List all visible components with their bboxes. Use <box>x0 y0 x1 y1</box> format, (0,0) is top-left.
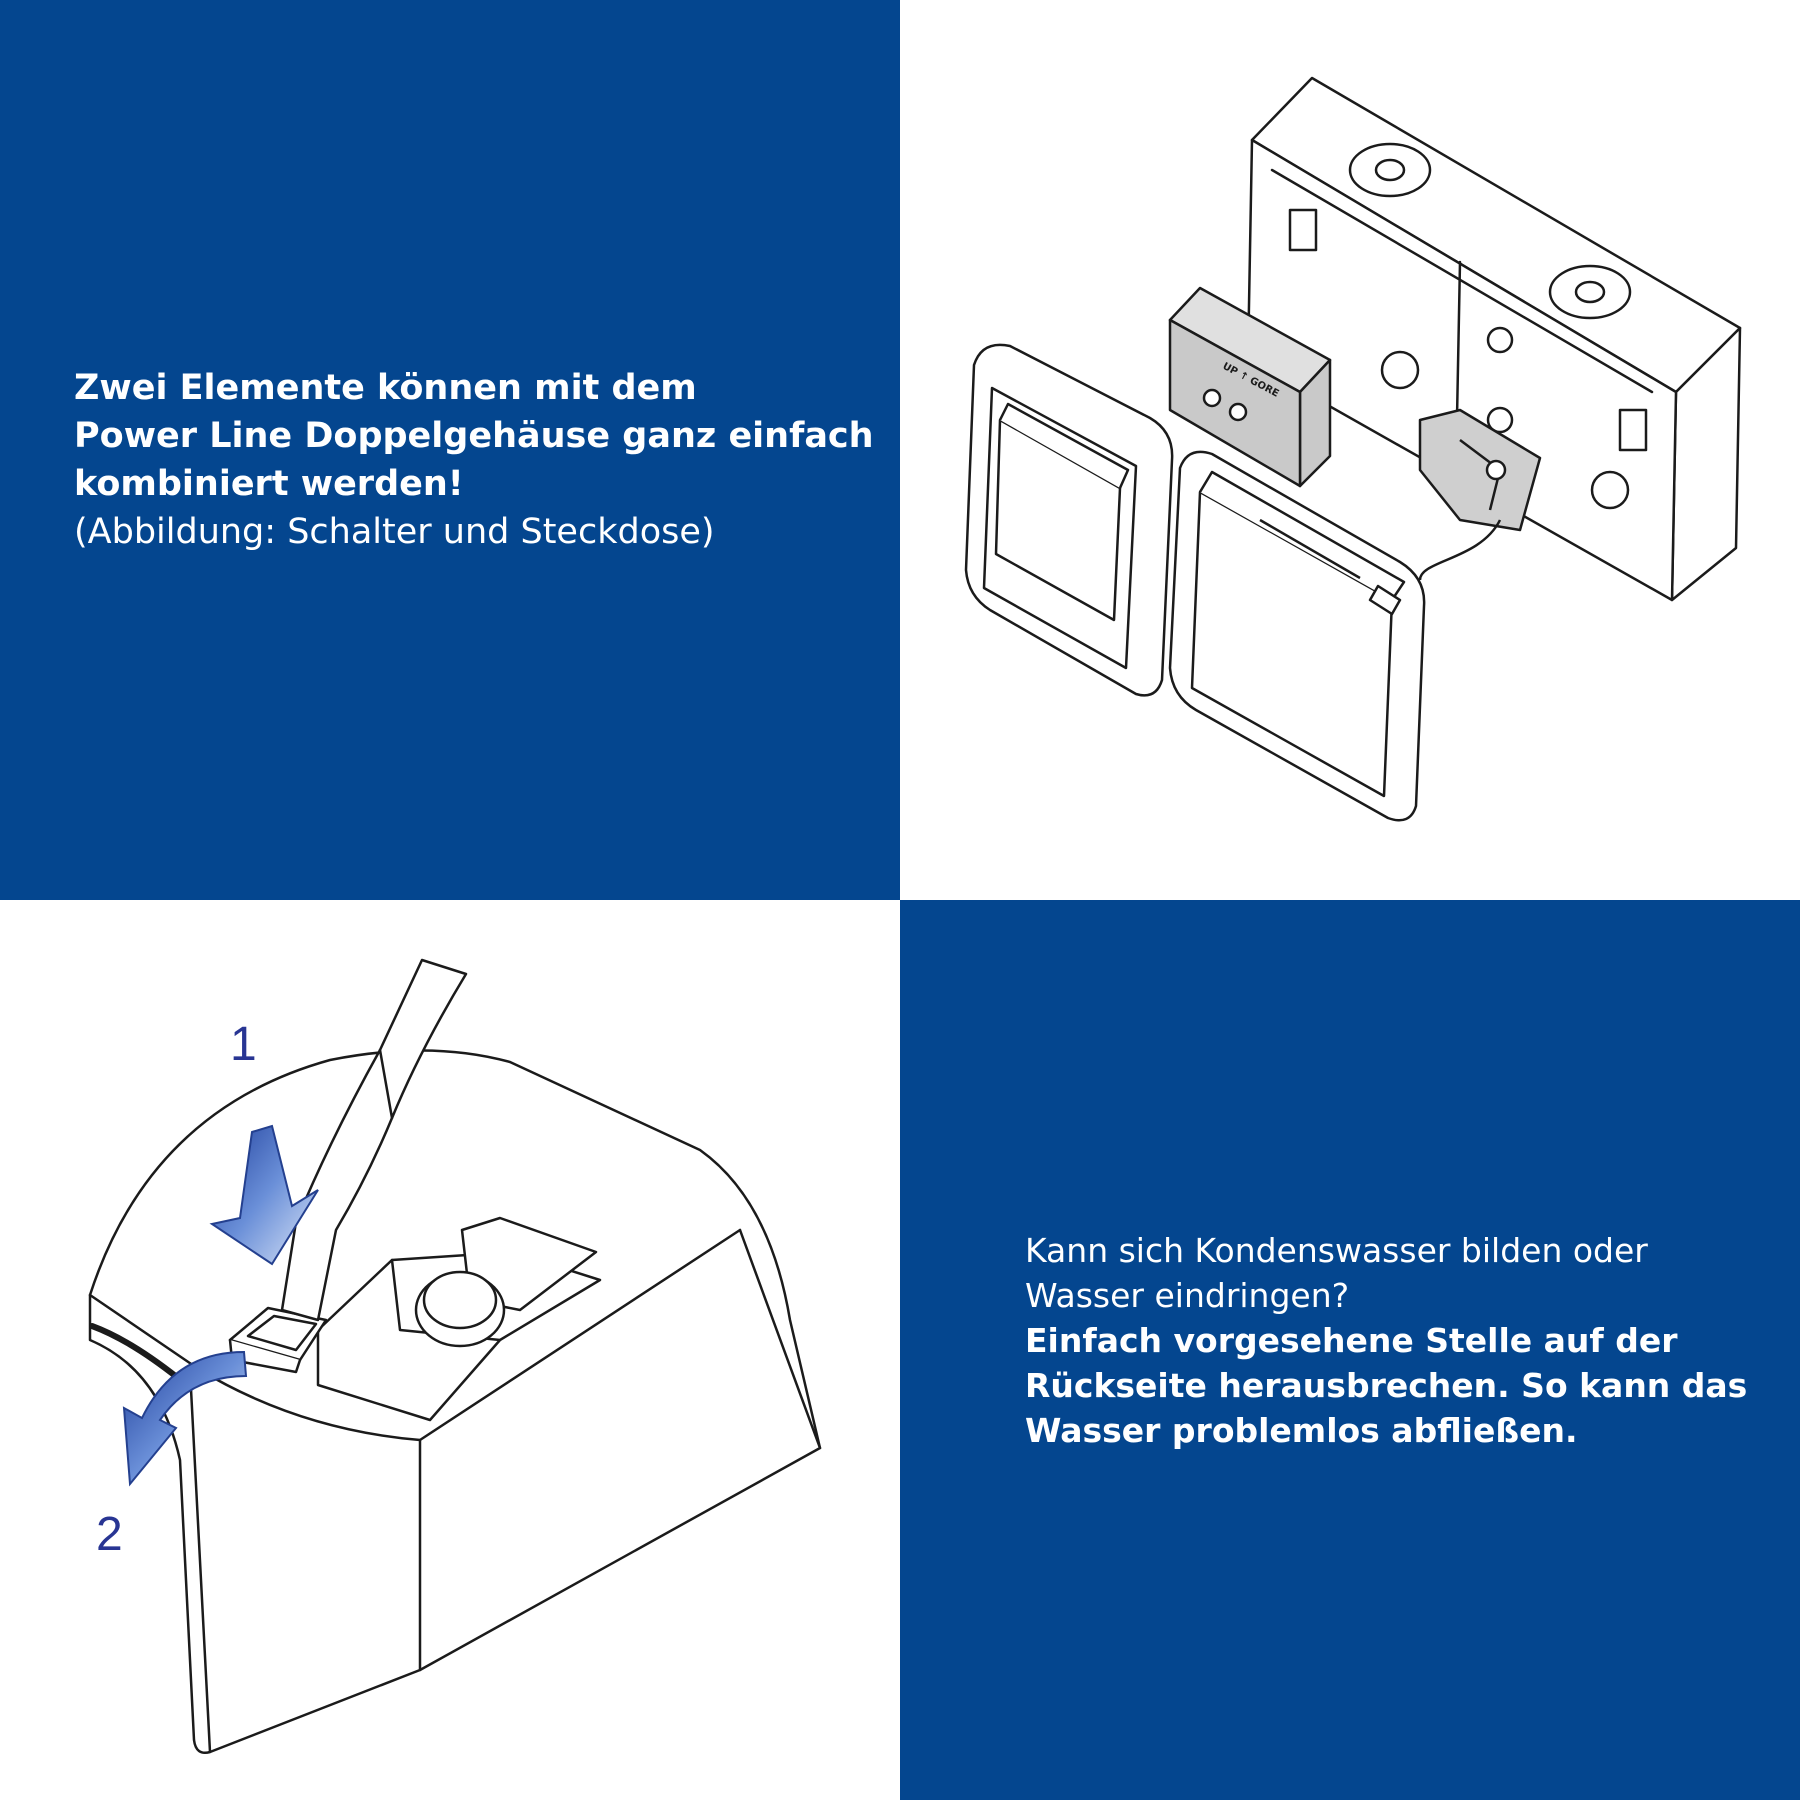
bottom-left-panel: 1 2 <box>0 900 900 1800</box>
switch-mechanism <box>1168 286 1332 488</box>
breakout-arrow-icon <box>122 1350 248 1487</box>
push-arrow-icon <box>209 1124 319 1266</box>
caption: (Abbildung: Schalter und Steckdose) <box>74 512 715 552</box>
question-line-2: Wasser eindringen? <box>1025 1276 1350 1315</box>
heading-line-1: Zwei Elemente können mit dem <box>74 368 697 408</box>
housing-body <box>88 1049 822 1754</box>
bottom-right-panel: Kann sich Kondenswasser bilden oder Wass… <box>900 900 1800 1800</box>
housing-front-face <box>1246 138 1678 602</box>
step-number-1: 1 <box>230 1018 257 1071</box>
heading-line-2: Power Line Doppelgehäuse ganz einfach <box>74 416 874 456</box>
heading-line-3: kombiniert werden! <box>74 464 464 504</box>
drainage-text-block: Kann sich Kondenswasser bilden oder Wass… <box>1025 1228 1785 1453</box>
top-right-panel: UP ↑ GORE <box>900 0 1800 900</box>
socket-mechanism <box>1418 408 1542 532</box>
answer-line-2: Rückseite herausbrechen. So kann das <box>1025 1366 1748 1405</box>
double-housing-illustration: UP ↑ GORE <box>964 76 1742 822</box>
step-number-2: 2 <box>96 1508 123 1561</box>
screwdriver <box>280 958 468 1322</box>
question-line-1: Kann sich Kondenswasser bilden oder <box>1025 1231 1648 1270</box>
top-left-panel: Zwei Elemente können mit dem Power Line … <box>0 0 900 900</box>
answer-line-3: Wasser problemlos abfließen. <box>1025 1411 1578 1450</box>
answer-line-1: Einfach vorgesehene Stelle auf der <box>1025 1321 1678 1360</box>
switch-cover <box>964 343 1174 697</box>
combine-text-block: Zwei Elemente können mit dem Power Line … <box>74 364 874 556</box>
socket-cover <box>1168 450 1426 822</box>
breakout-illustration: 1 2 <box>88 958 822 1754</box>
